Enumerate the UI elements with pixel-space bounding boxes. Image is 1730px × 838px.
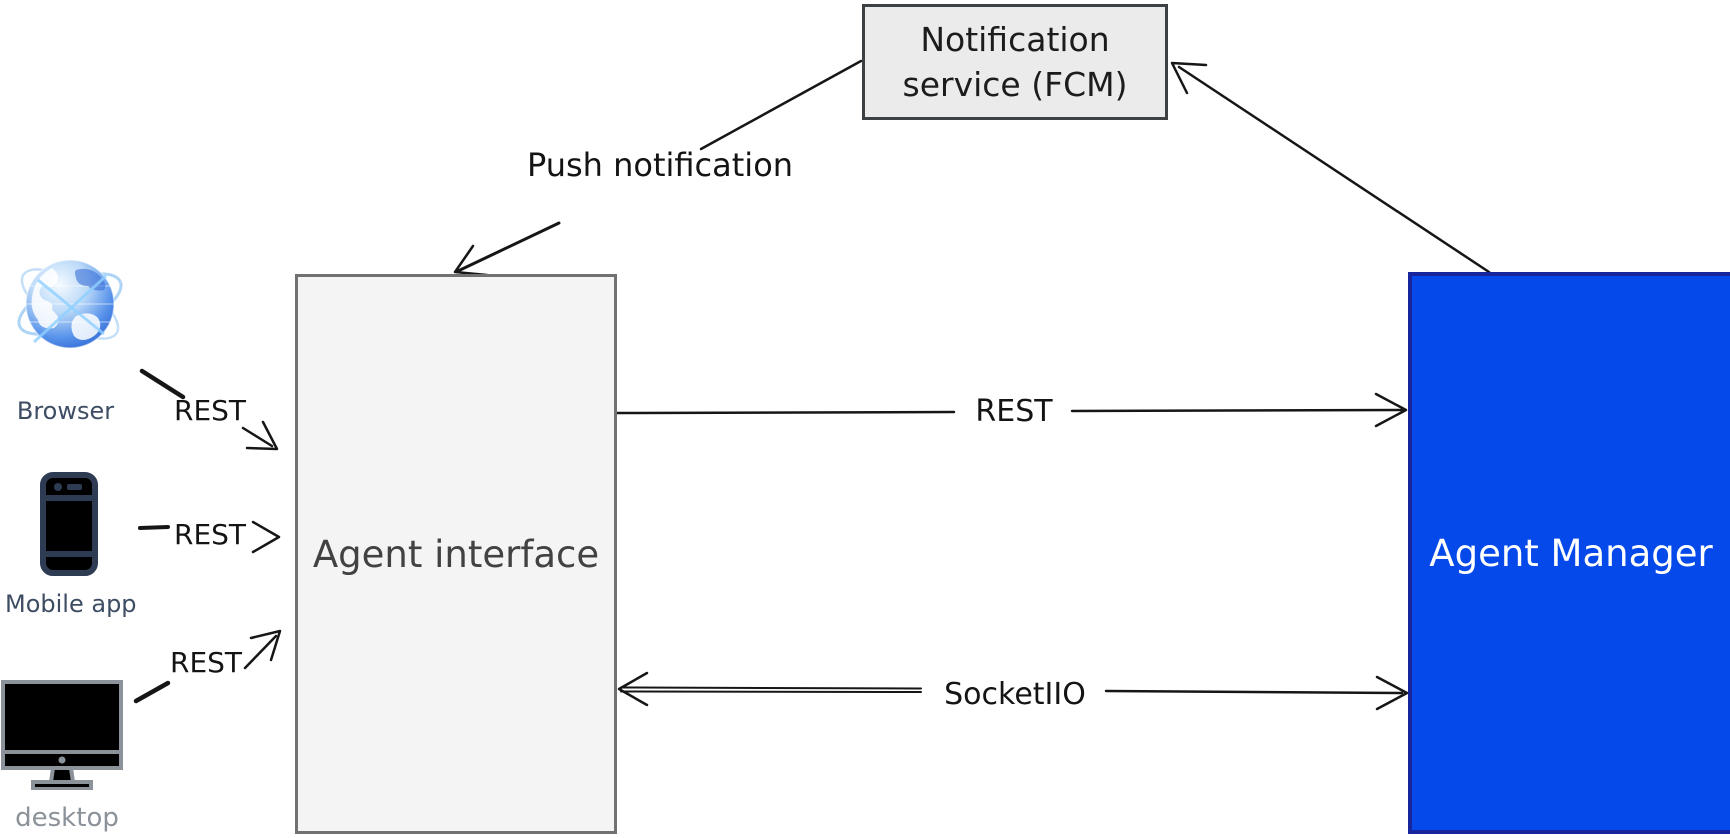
push-notification-label: Push notification [526,146,794,184]
agent-manager-label: Agent Manager [1429,531,1713,575]
browser-label: Browser [16,397,115,425]
desktop-rest-label: REST [169,646,243,679]
globe-icon [14,259,126,349]
node-notification-service: Notification service (FCM) [862,4,1168,120]
mobile-app-label: Mobile app [5,590,137,618]
mobile-rest-label: REST [173,518,247,551]
notification-service-label-line2: service (FCM) [902,65,1128,104]
agent-interface-label: Agent interface [312,532,600,576]
node-agent-manager: Agent Manager [1408,272,1730,834]
notification-service-label-line1: Notification [920,20,1110,59]
browser-rest-label: REST [173,394,247,427]
socketio-label: SocketIIO [944,677,1086,712]
node-agent-interface: Agent interface [295,274,617,834]
monitor-icon [1,680,123,790]
rest-main-label: REST [975,394,1053,429]
smartphone-icon [40,472,98,576]
desktop-label: desktop [15,803,119,833]
edge-manager-to-notification [1170,61,1491,274]
